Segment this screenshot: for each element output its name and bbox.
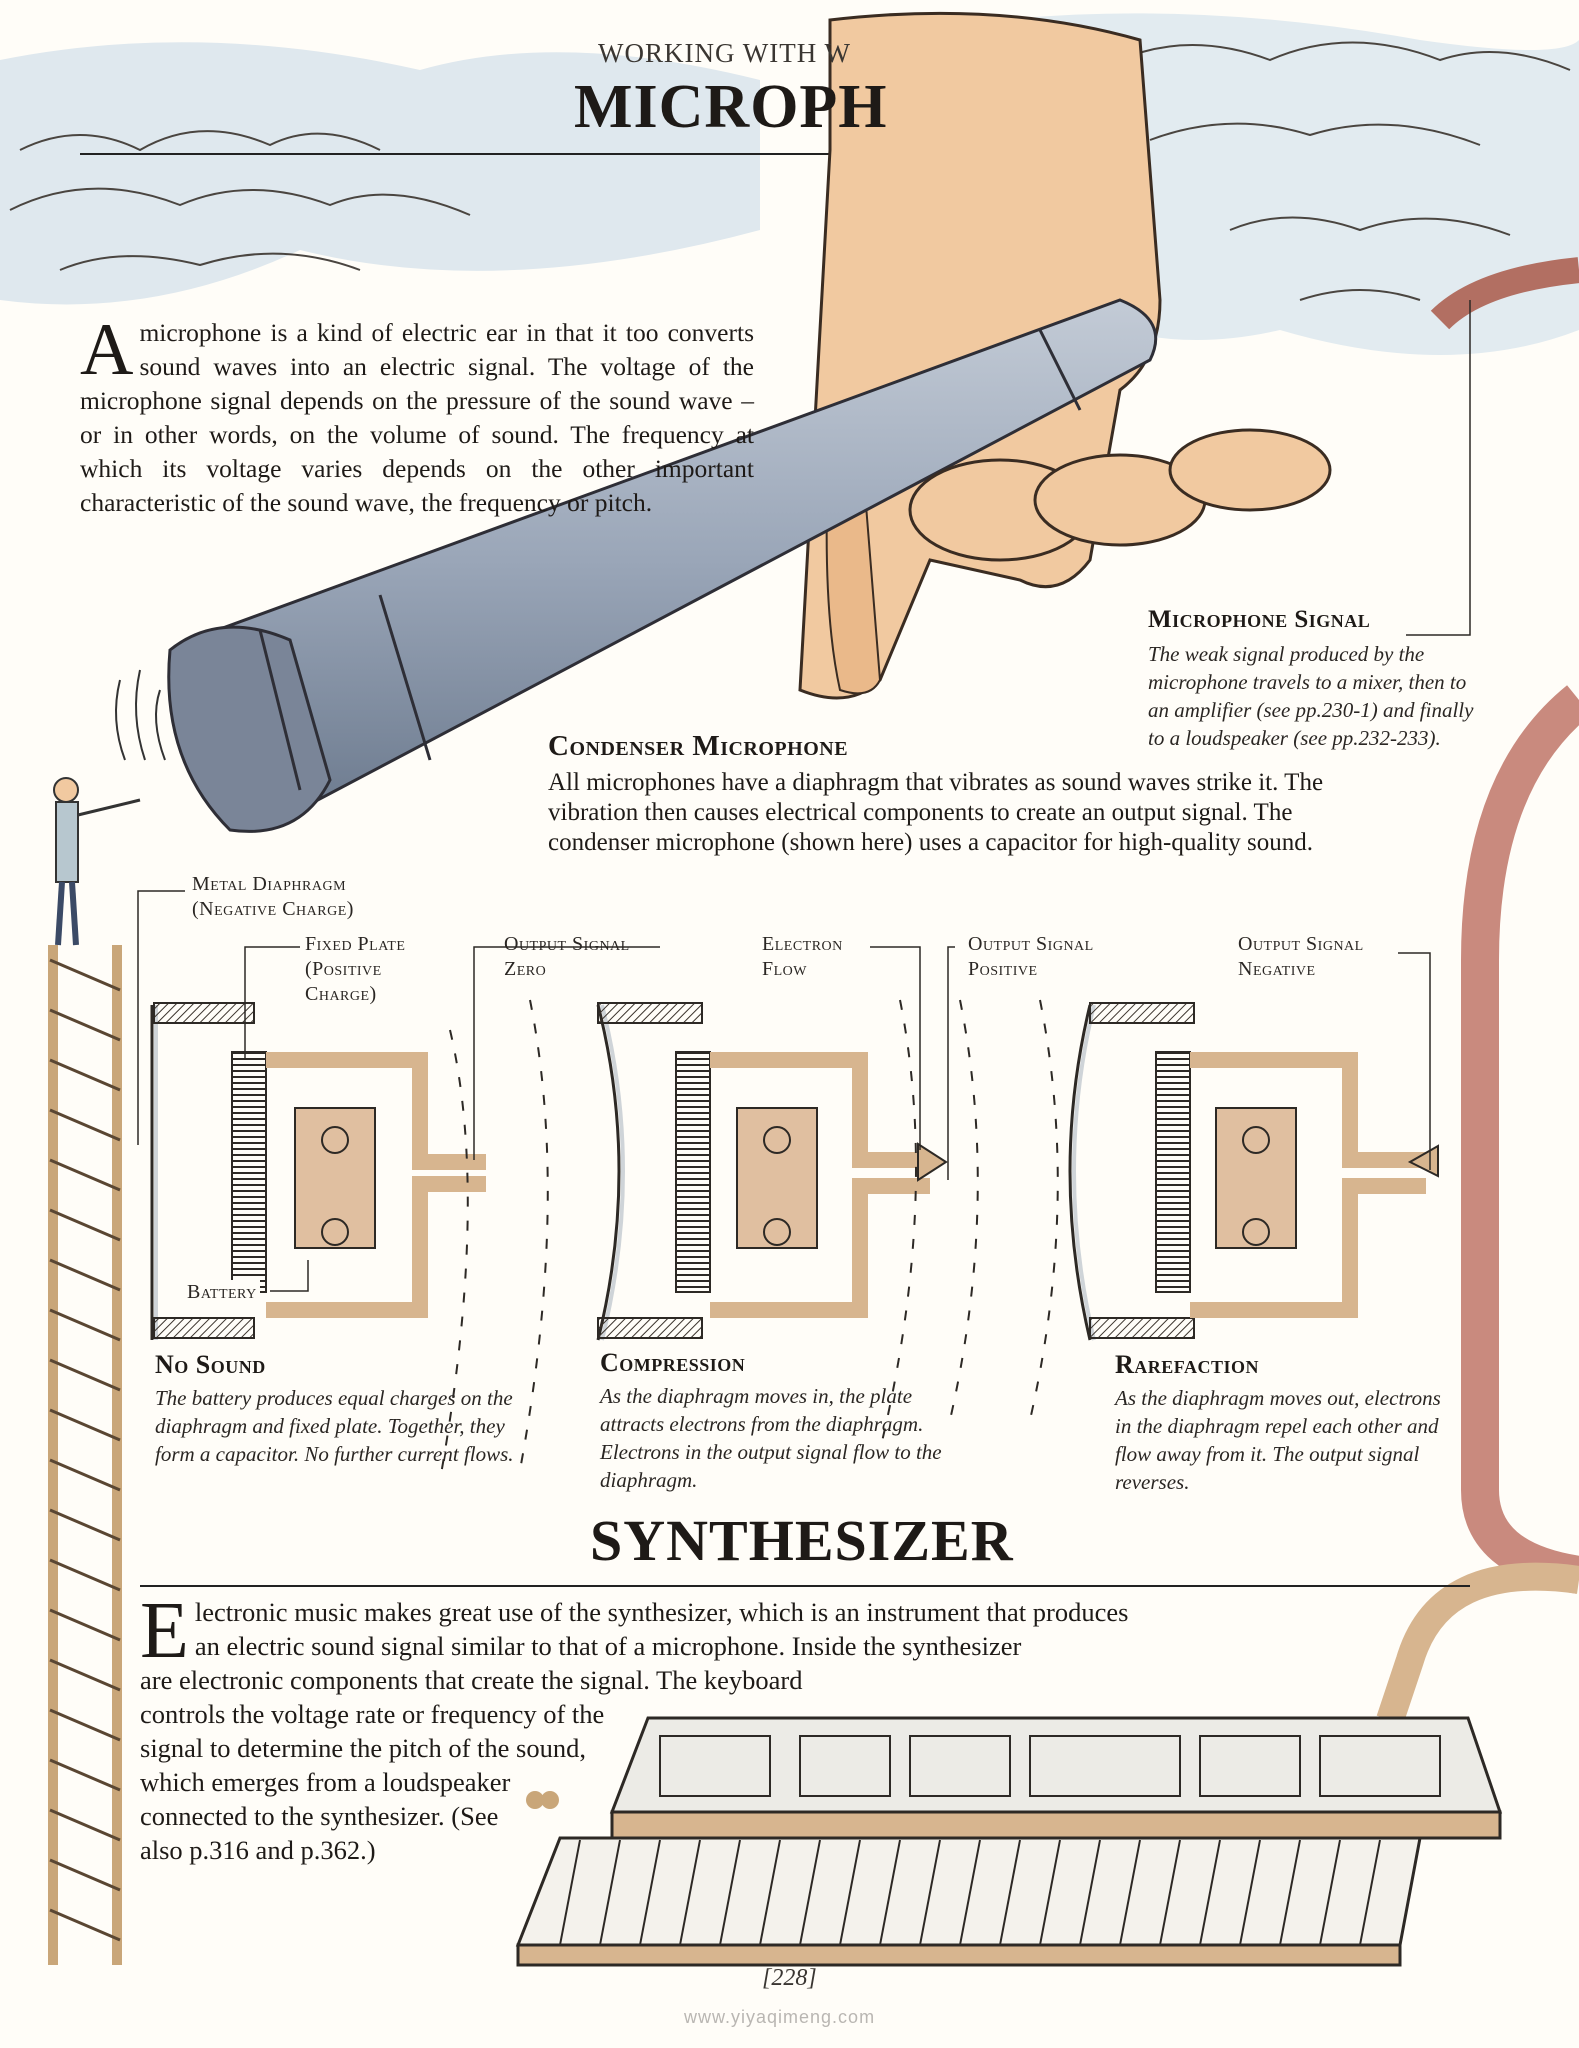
microphone-cable: [1376, 257, 1579, 1725]
diagram-compression: [596, 1002, 948, 1341]
state-heading-compression: Compression: [600, 1348, 746, 1377]
mic-signal-text: The weak signal produced by the micropho…: [1148, 642, 1474, 750]
intro-text: microphone is a kind of electric ear in …: [80, 318, 754, 517]
label-output-negative: Output Signal Negative: [1238, 933, 1364, 980]
state-heading-rarefaction: Rarefaction: [1115, 1350, 1259, 1379]
synthesizer-drop-cap: E: [140, 1587, 189, 1675]
state-heading-no-sound: No Sound: [155, 1350, 266, 1379]
synthesizer-title: SYNTHESIZER: [590, 1508, 1014, 1573]
page-title: MICROPH: [574, 73, 888, 141]
fingers: [908, 428, 1332, 562]
diagram-rarefaction: [1068, 1002, 1439, 1341]
label-output-positive: Output Signal Positive: [968, 933, 1094, 980]
state-text-rarefaction: As the diaphragm moves out, electrons in…: [1115, 1386, 1441, 1494]
wavefronts: [439, 999, 1059, 1481]
synthesizer-text-wrap: [490, 1663, 1180, 1883]
state-text-compression: As the diaphragm moves in, the plate att…: [600, 1384, 942, 1492]
ladder: [48, 777, 141, 1965]
label-metal-diaphragm: Metal Diaphragm (Negative Charge): [192, 873, 354, 920]
label-fixed-plate: Fixed Plate (Positive Charge): [305, 933, 406, 1005]
label-output-zero: Output Signal Zero: [504, 933, 630, 980]
condenser-heading: Condenser Microphone: [548, 730, 849, 762]
mic-signal-heading: Microphone Signal: [1148, 606, 1371, 633]
synthesizer-paragraph-rest: are electronic components that create th…: [140, 1663, 1180, 1883]
running-head: WORKING WITH W: [598, 38, 851, 68]
label-electron-flow: Electron Flow: [762, 933, 843, 980]
intro-paragraph: A microphone is a kind of electric ear i…: [80, 309, 754, 520]
state-text-no-sound: The battery produces equal charges on th…: [155, 1386, 514, 1466]
synthesizer-rule: [140, 1585, 1470, 1587]
leader-lines: [137, 300, 1471, 1292]
diagram-no-sound: [150, 1002, 486, 1340]
label-battery: Battery: [184, 1280, 260, 1305]
synthesizer: [515, 1716, 1503, 1967]
watermark: www.yiyaqimeng.com: [684, 2007, 876, 2027]
condenser-text: All microphones have a diaphragm that vi…: [548, 769, 1324, 856]
microphone: [167, 298, 1158, 833]
page-number: [228]: [762, 1965, 817, 1991]
intro-drop-cap: A: [80, 309, 134, 391]
synthesizer-paragraph: E lectronic music makes great use of the…: [140, 1587, 1129, 1675]
sound-lines: [115, 669, 166, 761]
